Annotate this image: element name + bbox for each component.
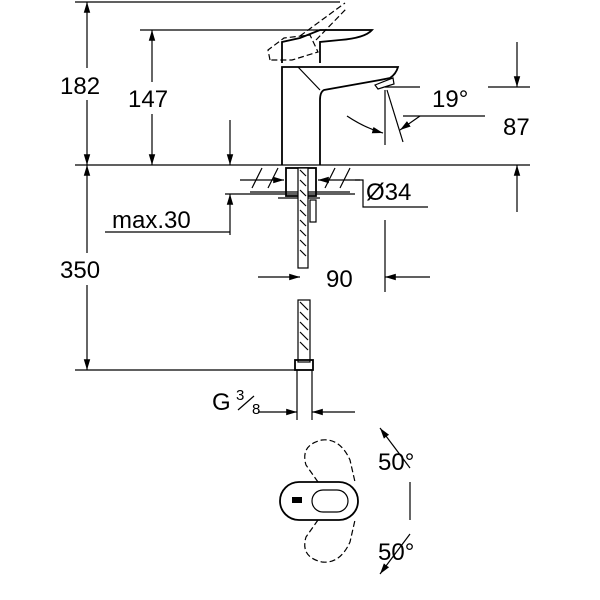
dimension-label: 19°	[432, 86, 468, 113]
dimension-label: 350	[60, 257, 100, 284]
dimension-angle-19: 19°	[346, 86, 485, 145]
angle-label-top: 50°	[378, 449, 414, 476]
dimension-label: 87	[503, 114, 530, 141]
dimension-label: 147	[128, 86, 168, 113]
angle-label-bottom: 50°	[378, 539, 414, 566]
dimension-label: max.30	[112, 207, 191, 234]
faucet-top-view: 50° 50°	[279, 427, 414, 575]
dimension-max-30: max.30	[105, 120, 355, 235]
dimension-label: 182	[60, 73, 100, 100]
dimension-350: 350	[60, 165, 112, 370]
dimension-label: G	[212, 389, 231, 416]
dimension-90: 90	[258, 220, 430, 293]
faucet-side-view	[250, 2, 400, 371]
dimension-label: 8	[252, 401, 260, 418]
dimension-label: 90	[326, 266, 353, 293]
dimension-147: 147	[128, 29, 178, 165]
dimension-label: 3	[236, 387, 244, 404]
dimension-87: 87	[503, 42, 530, 212]
dimension-thread-g38: G 3 8	[212, 370, 355, 420]
dimension-182: 182	[60, 1, 112, 165]
dimension-diameter-34: Ø34	[240, 176, 428, 208]
dimension-label: Ø34	[366, 179, 411, 206]
